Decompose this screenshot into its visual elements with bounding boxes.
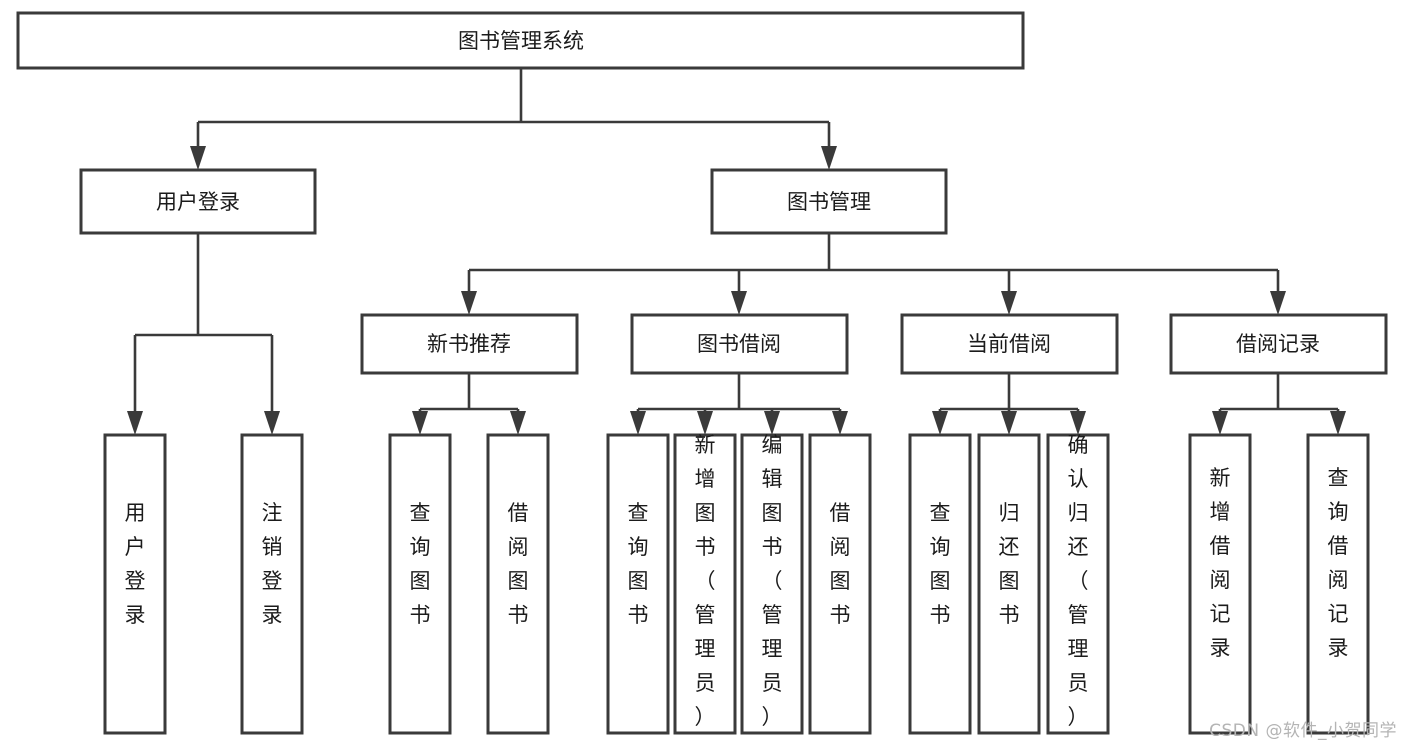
node-user-login-label: 用户登录	[156, 190, 240, 214]
leaf-user-login-2-box	[240, 433, 304, 735]
arrow-book-borrow-leaf-3	[764, 411, 780, 435]
leaf-book-borrow-4-box	[808, 433, 872, 735]
node-root-label: 图书管理系统	[458, 29, 584, 53]
arrow-book-manage-child-4	[1270, 291, 1286, 315]
leaf-borrow-record-1[interactable]: 新增借阅记录	[1188, 433, 1252, 735]
leaf-book-borrow-1[interactable]: 查询图书	[606, 433, 670, 735]
leaf-user-login-1-box	[103, 433, 167, 735]
node-book-borrow[interactable]: 图书借阅	[630, 313, 849, 375]
leaf-current-borrow-3-label: 确认归还（管理员）	[1068, 433, 1089, 729]
leaf-new-book-2-box	[486, 433, 550, 735]
arrow-borrow-record-leaf-2	[1330, 411, 1346, 435]
leaf-book-borrow-3[interactable]: 编辑图书（管理员）	[740, 433, 804, 735]
leaf-new-book-1-box	[388, 433, 452, 735]
leaf-book-borrow-4[interactable]: 借阅图书	[808, 433, 872, 735]
leaf-new-book-2[interactable]: 借阅图书	[486, 433, 550, 735]
leaf-book-borrow-1-box	[606, 433, 670, 735]
leaf-new-book-2-label: 借阅图书	[508, 501, 529, 627]
arrow-book-manage-child-2	[731, 291, 747, 315]
node-user-login-box	[79, 168, 317, 235]
connector-group-book-borrow	[630, 373, 848, 435]
csdn-watermark: CSDN @软件_小贺同学	[1209, 721, 1397, 741]
arrow-new-book-leaf-1	[412, 411, 428, 435]
node-new-book-recommend[interactable]: 新书推荐	[360, 313, 579, 375]
leaf-new-book-1-label: 查询图书	[410, 501, 431, 627]
arrow-borrow-record-leaf-1	[1212, 411, 1228, 435]
leaf-current-borrow-2[interactable]: 归还图书	[977, 433, 1041, 735]
arrow-book-manage-child-1	[461, 291, 477, 315]
connector-group-new-book	[412, 373, 526, 435]
leaf-current-borrow-3[interactable]: 确认归还（管理员）	[1046, 433, 1110, 735]
leaf-book-borrow-1-label: 查询图书	[628, 501, 649, 627]
node-current-borrow-box	[900, 313, 1119, 375]
leaf-current-borrow-2-label: 归还图书	[999, 501, 1020, 627]
leaf-book-borrow-3-box	[740, 433, 804, 735]
leaf-book-borrow-4-label: 借阅图书	[830, 501, 851, 627]
node-book-management[interactable]: 图书管理	[710, 168, 948, 235]
connector-group-user-login	[127, 233, 280, 435]
node-book-management-label: 图书管理	[787, 190, 871, 214]
arrow-book-borrow-leaf-1	[630, 411, 646, 435]
leaf-current-borrow-1[interactable]: 查询图书	[908, 433, 972, 735]
leaf-book-borrow-2[interactable]: 新增图书（管理员）	[673, 433, 737, 735]
node-new-book-recommend-label: 新书推荐	[427, 332, 511, 356]
leaf-new-book-1[interactable]: 查询图书	[388, 433, 452, 735]
node-book-borrow-box	[630, 313, 849, 375]
leaf-current-borrow-1-label: 查询图书	[930, 501, 951, 627]
arrow-root-to-book-manage	[821, 146, 837, 170]
arrow-new-book-leaf-2	[510, 411, 526, 435]
connector-group-current-borrow	[932, 373, 1086, 435]
leaf-borrow-record-1-box	[1188, 433, 1252, 735]
arrow-user-login-leaf-1	[127, 411, 143, 435]
arrow-current-borrow-leaf-2	[1001, 411, 1017, 435]
leaf-book-borrow-3-label: 编辑图书（管理员）	[762, 433, 783, 729]
connector-group-root	[190, 68, 837, 170]
arrow-book-borrow-leaf-2	[697, 411, 713, 435]
node-new-book-recommend-box	[360, 313, 579, 375]
leaf-borrow-record-2-box	[1306, 433, 1370, 735]
arrow-current-borrow-leaf-3	[1070, 411, 1086, 435]
leaf-user-login-2-label: 注销登录	[262, 501, 283, 627]
arrow-book-manage-child-3	[1001, 291, 1017, 315]
leaf-borrow-record-1-label: 新增借阅记录	[1210, 466, 1231, 660]
node-current-borrow[interactable]: 当前借阅	[900, 313, 1119, 375]
leaf-user-login-2[interactable]: 注销登录	[240, 433, 304, 735]
leaf-current-borrow-1-box	[908, 433, 972, 735]
arrow-root-to-user-login	[190, 146, 206, 170]
node-borrow-record-label: 借阅记录	[1236, 332, 1320, 356]
node-borrow-record[interactable]: 借阅记录	[1169, 313, 1388, 375]
leaf-borrow-record-2-label: 查询借阅记录	[1328, 466, 1349, 660]
node-book-borrow-label: 图书借阅	[697, 332, 781, 356]
node-borrow-record-box	[1169, 313, 1388, 375]
arrow-book-borrow-leaf-4	[832, 411, 848, 435]
leaf-book-borrow-2-label: 新增图书（管理员）	[695, 433, 716, 729]
leaf-current-borrow-3-box	[1046, 433, 1110, 735]
arrow-user-login-leaf-2	[264, 411, 280, 435]
connector-group-borrow-record	[1212, 373, 1346, 435]
leaf-current-borrow-2-box	[977, 433, 1041, 735]
node-user-login[interactable]: 用户登录	[79, 168, 317, 235]
node-root-book-management-system[interactable]: 图书管理系统	[16, 11, 1025, 70]
leaf-user-login-1[interactable]: 用户登录	[103, 433, 167, 735]
leaf-borrow-record-2[interactable]: 查询借阅记录	[1306, 433, 1370, 735]
node-book-management-box	[710, 168, 948, 235]
node-current-borrow-label: 当前借阅	[967, 332, 1051, 356]
arrow-current-borrow-leaf-1	[932, 411, 948, 435]
node-root-box	[16, 11, 1025, 70]
connector-group-book-manage	[461, 233, 1286, 315]
leaf-user-login-1-label: 用户登录	[125, 501, 146, 627]
leaf-book-borrow-2-box	[673, 433, 737, 735]
